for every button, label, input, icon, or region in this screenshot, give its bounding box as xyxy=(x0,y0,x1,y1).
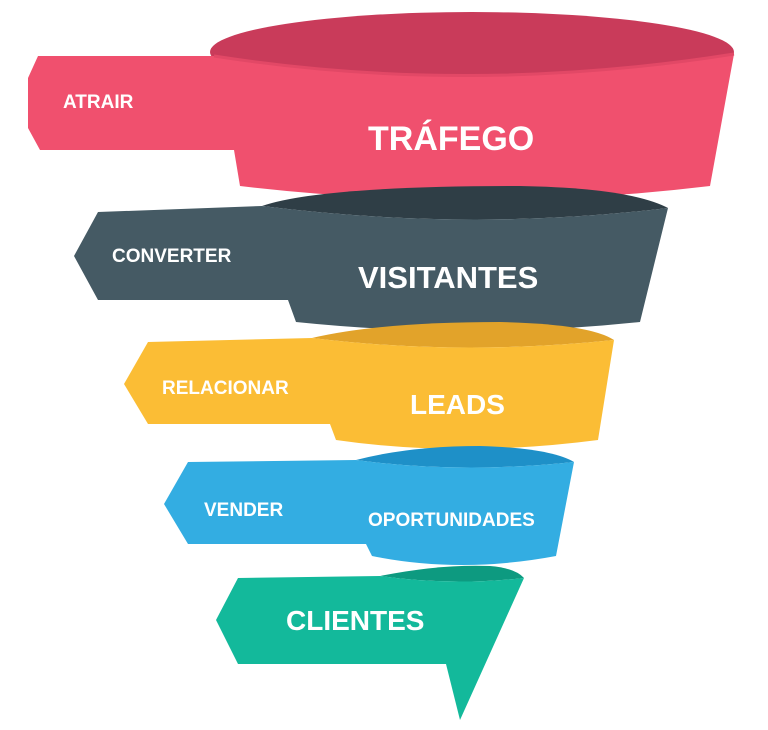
stage-4-top xyxy=(356,446,574,468)
stage-1-title: TRÁFEGO xyxy=(368,120,534,158)
funnel-stage-oportunidades: VENDER OPORTUNIDADES xyxy=(164,446,574,565)
stage-1-action: ATRAIR xyxy=(63,92,134,113)
stage-1-rim-highlight xyxy=(213,52,735,78)
stage-3-band xyxy=(124,338,614,449)
stage-2-action: CONVERTER xyxy=(112,246,232,267)
stage-2-band xyxy=(74,206,668,331)
stage-3-title: LEADS xyxy=(410,389,505,420)
stage-3-action: RELACIONAR xyxy=(162,378,289,399)
stage-1-band xyxy=(28,54,734,200)
funnel-stage-clientes: CLIENTES xyxy=(216,565,524,720)
funnel-stage-visitantes: CONVERTER VISITANTES xyxy=(74,186,668,331)
stage-5-top xyxy=(380,565,524,582)
stage-4-action: VENDER xyxy=(204,500,283,521)
stage-3-top xyxy=(312,322,614,348)
stage-5-title: CLIENTES xyxy=(286,605,424,636)
stage-4-band xyxy=(164,460,574,565)
funnel-stage-leads: RELACIONAR LEADS xyxy=(124,322,614,449)
stage-2-top xyxy=(262,186,668,220)
stage-4-title: OPORTUNIDADES xyxy=(368,510,535,531)
funnel-stage-trafego: ATRAIR TRÁFEGO xyxy=(28,12,735,200)
stage-5-band xyxy=(216,576,524,720)
stage-2-title: VISITANTES xyxy=(358,260,538,295)
